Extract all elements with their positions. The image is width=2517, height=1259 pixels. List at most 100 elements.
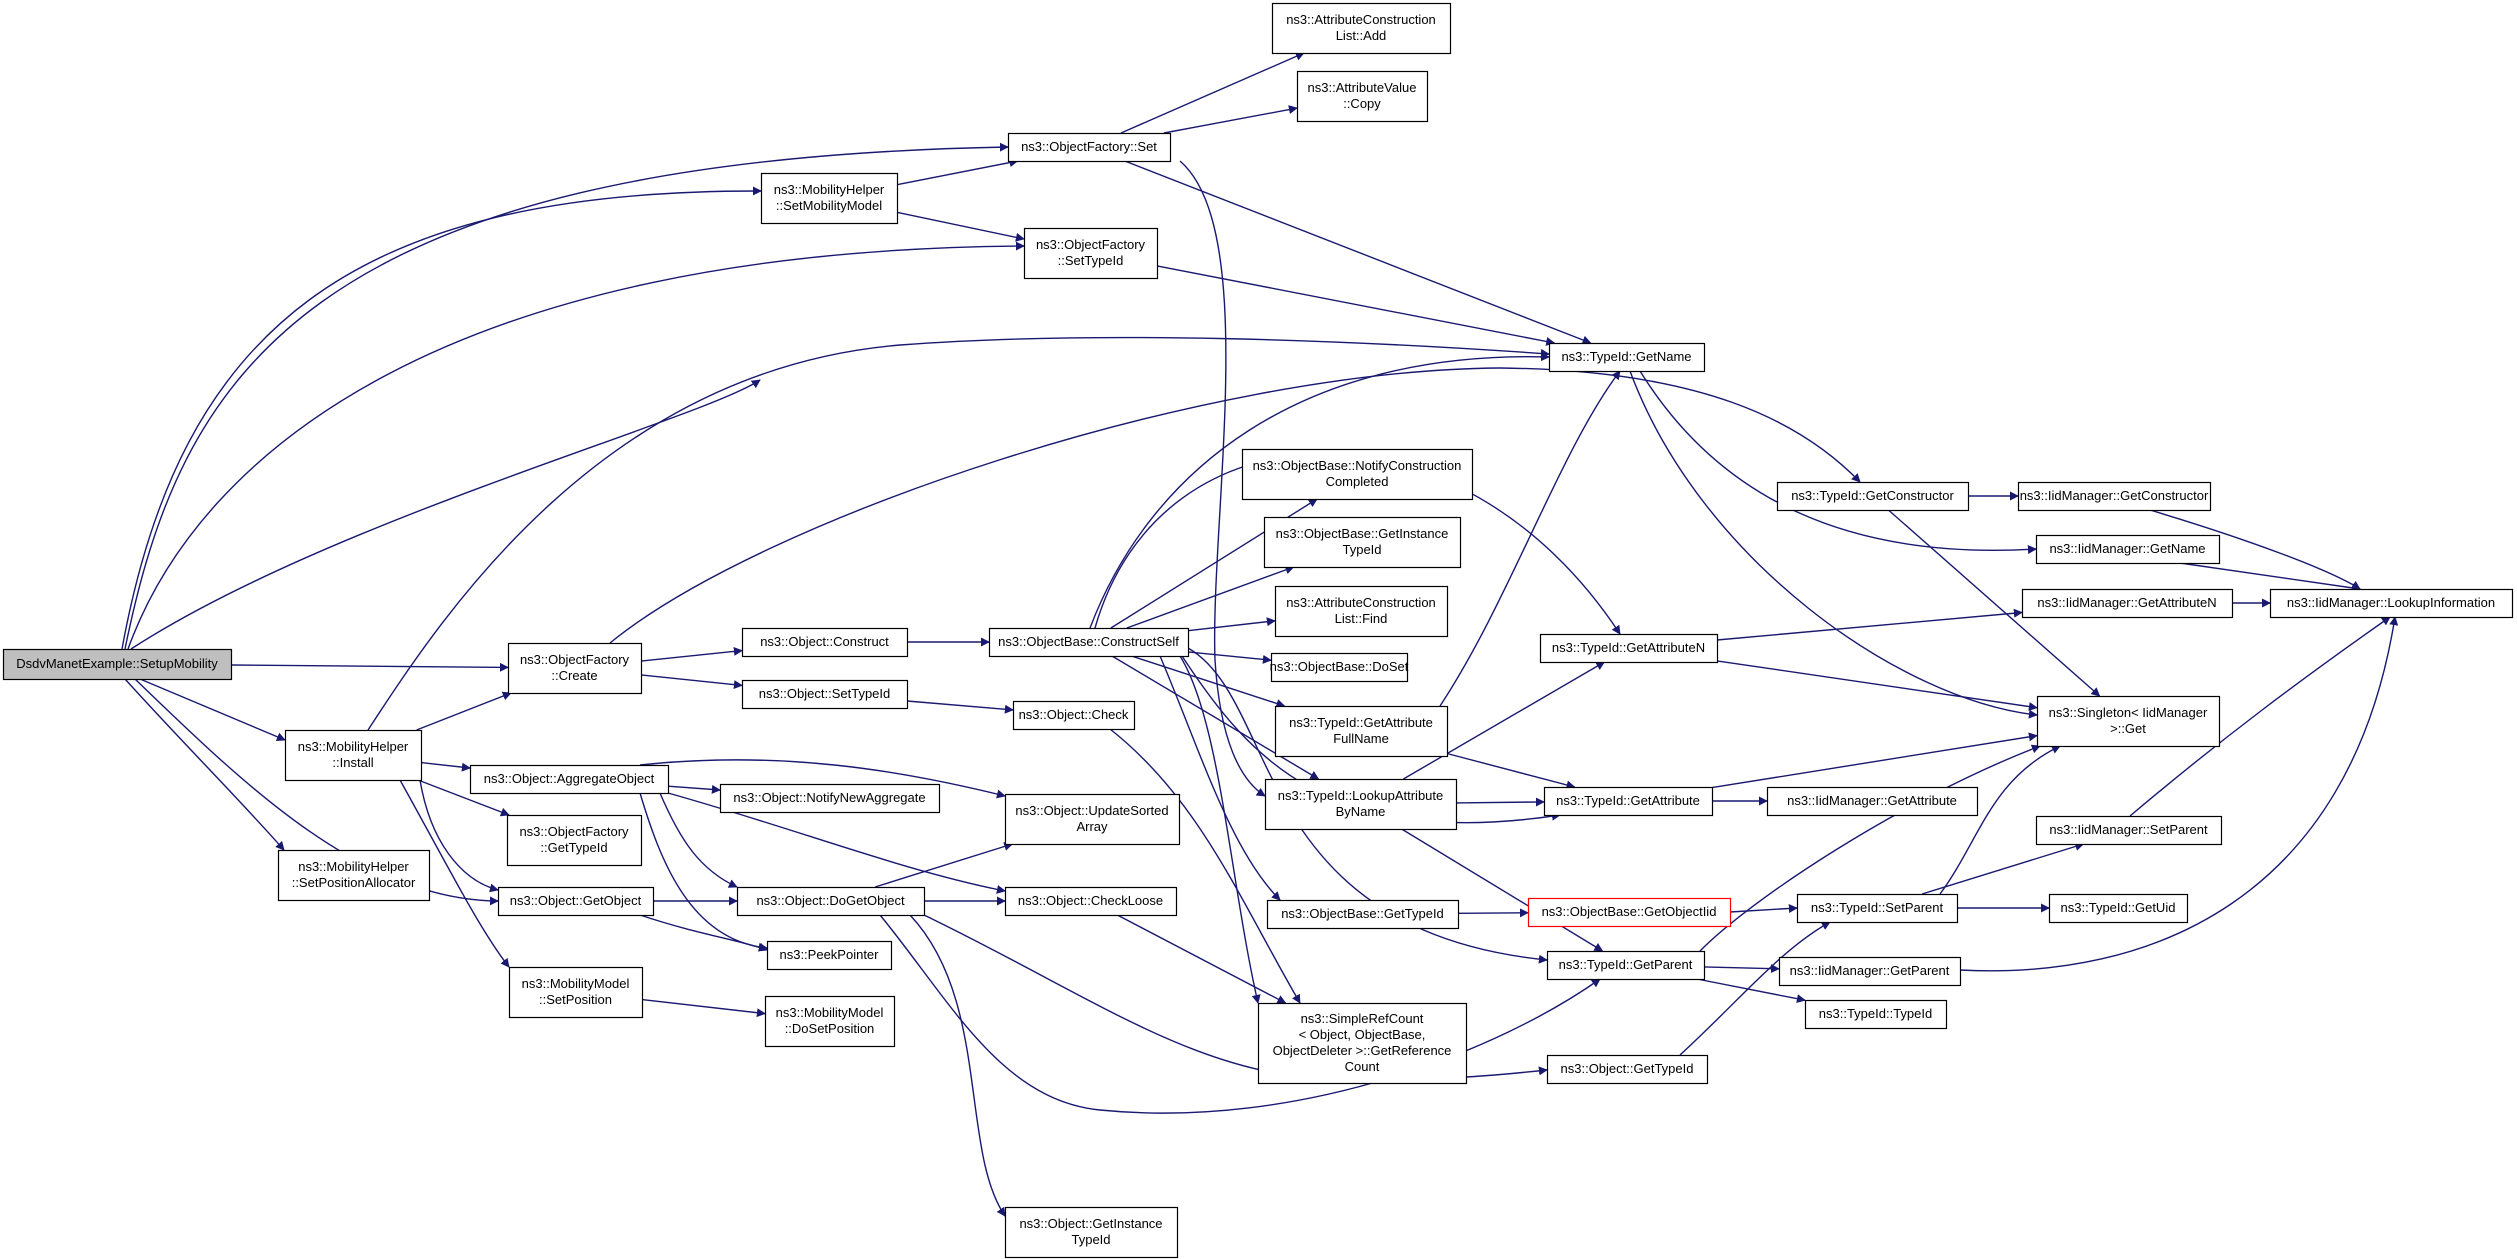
node-label: ns3::ObjectBase::DoSet xyxy=(1270,659,1409,674)
node-box xyxy=(1012,700,1136,731)
edge-n21-n22 xyxy=(641,998,766,1018)
graph-node[interactable]: ns3::TypeId::GetParent xyxy=(1546,950,1706,981)
edge-n36-n48 xyxy=(1703,964,1780,974)
edge-n13-n18 xyxy=(639,759,1006,799)
edge-n2-n3 xyxy=(1120,52,1305,134)
graph-node[interactable]: ns3::ObjectBase::ConstructSelf xyxy=(988,627,1190,658)
node-label: ns3::TypeId::GetAttribute xyxy=(1289,715,1433,730)
node-label: ::DoSetPosition xyxy=(785,1021,875,1036)
graph-node[interactable]: ns3::ObjectFactory::Set xyxy=(1007,132,1172,163)
graph-node[interactable]: ns3::TypeId::GetUid xyxy=(2048,893,2189,924)
edge-n0-n2 xyxy=(124,142,1009,650)
graph-node[interactable]: ns3::MobilityHelper::SetPositionAllocato… xyxy=(277,849,431,902)
graph-node[interactable]: ns3::TypeId::SetParent xyxy=(1796,893,1959,924)
edge-n2-n30 xyxy=(1179,160,1266,797)
graph-node[interactable]: ns3::IidManager::GetAttributeN xyxy=(2021,588,2234,619)
node-box xyxy=(1007,132,1172,163)
graph-node[interactable]: ns3::MobilityModel::DoSetPosition xyxy=(764,995,896,1048)
node-label: < Object, ObjectBase, xyxy=(1299,1027,1426,1042)
edge-n17-n36 xyxy=(879,914,1601,1114)
node-label: ns3::ObjectBase::GetTypeId xyxy=(1281,906,1444,921)
edge-n0-n7 xyxy=(230,662,509,672)
edge-n1-n2 xyxy=(896,158,1019,186)
graph-node[interactable]: ns3::IidManager::LookupInformation xyxy=(2269,588,2514,619)
graph-node[interactable]: ns3::TypeId::GetAttribute xyxy=(1543,786,1714,817)
node-label: ns3::MobilityModel xyxy=(776,1005,884,1020)
graph-node[interactable]: ns3::Object::Construct xyxy=(741,627,909,658)
edge-n9-n30 xyxy=(1111,655,1320,780)
graph-node[interactable]: ns3::MobilityModel::SetPosition xyxy=(508,966,644,1019)
graph-node[interactable]: ns3::TypeId::GetConstructor xyxy=(1776,481,1970,512)
graph-node[interactable]: ns3::ObjectFactory::SetTypeId xyxy=(1023,227,1159,280)
graph-node[interactable]: ns3::Singleton< IidManager >::Get xyxy=(2036,695,2221,748)
node-box xyxy=(506,814,643,867)
graph-node[interactable]: ns3::IidManager::GetConstructor xyxy=(2017,481,2212,512)
node-box xyxy=(1257,1002,1468,1085)
graph-node[interactable]: ns3::IidManager::GetParent xyxy=(1778,956,1962,987)
node-label: ns3::AttributeConstruction xyxy=(1286,595,1436,610)
graph-node[interactable]: ns3::Object::CheckLoose xyxy=(1004,886,1178,917)
graph-node[interactable]: ns3::MobilityHelper::SetMobilityModel xyxy=(760,172,899,225)
graph-node[interactable]: ns3::Object::AggregateObject xyxy=(469,764,670,795)
graph-node[interactable]: ns3::MobilityHelper::Install xyxy=(284,729,423,782)
node-label: ns3::ObjectFactory xyxy=(1036,237,1146,252)
edge-n30-n34 xyxy=(1455,797,1545,807)
node-box xyxy=(1776,481,1970,512)
node-label: ns3::TypeId::TypeId xyxy=(1819,1006,1932,1021)
node-label: ns3::AttributeConstruction xyxy=(1286,12,1436,27)
node-label: List::Add xyxy=(1336,28,1387,43)
edge-n29-n6 xyxy=(1439,370,1621,707)
graph-node[interactable]: ns3::ObjectBase::GetTypeId xyxy=(1266,899,1460,930)
graph-node[interactable]: ns3::Object::NotifyNewAggregate xyxy=(719,783,941,814)
graph-node[interactable]: ns3::Object::GetObject xyxy=(497,886,655,917)
node-box xyxy=(2021,588,2234,619)
edge-n36-n43 xyxy=(1699,744,2041,952)
graph-node[interactable]: ns3::TypeId::GetAttributeN xyxy=(1539,633,1719,664)
edge-n46-n45 xyxy=(1921,842,2085,895)
graph-node[interactable]: ns3::ObjectFactory::Create xyxy=(507,642,643,695)
edge-n30-n36 xyxy=(1401,828,1604,952)
root-node[interactable]: DsdvManetExample::SetupMobility xyxy=(2,648,233,681)
edge-n16-n20 xyxy=(639,914,768,952)
graph-node[interactable]: ns3::IidManager::SetParent xyxy=(2035,815,2223,846)
edge-n10-n11 xyxy=(906,700,1014,714)
edge-n33-n41 xyxy=(1716,608,2023,641)
graph-node[interactable]: ns3::Object::GetTypeId xyxy=(1546,1054,1709,1085)
graph-node[interactable]: ns3::ObjectBase::GetObjectIid xyxy=(1527,897,1732,928)
graph-node[interactable]: ns3::TypeId::TypeId xyxy=(1804,999,1948,1030)
node-box xyxy=(469,764,670,795)
graph-node[interactable]: ns3::ObjectBase::NotifyConstructionCompl… xyxy=(1241,448,1474,501)
edge-n12-n7 xyxy=(416,691,512,731)
node-box xyxy=(988,627,1190,658)
node-box xyxy=(1274,705,1449,758)
graph-node[interactable]: ns3::ObjectFactory::GetTypeId xyxy=(506,814,643,867)
graph-node[interactable]: ns3::AttributeValue::Copy xyxy=(1296,70,1429,123)
graph-node[interactable]: ns3::TypeId::GetName xyxy=(1548,342,1706,373)
graph-node[interactable]: ns3::IidManager::GetAttribute xyxy=(1766,786,1979,817)
node-label: ::SetPosition xyxy=(539,992,612,1007)
node-label: ::Copy xyxy=(1343,96,1381,111)
graph-node[interactable]: ns3::Object::SetTypeId xyxy=(741,679,909,710)
node-box xyxy=(2035,815,2223,846)
node-label: ns3::TypeId::LookupAttribute xyxy=(1278,788,1444,803)
graph-node[interactable]: ns3::PeekPointer xyxy=(766,940,893,971)
edge-n13-n19 xyxy=(667,792,1006,894)
graph-node[interactable]: ns3::IidManager::GetName xyxy=(2035,534,2221,565)
node-label: ns3::Object::GetObject xyxy=(510,893,642,908)
graph-node[interactable]: ns3::Object::Check xyxy=(1012,700,1136,731)
node-label: ns3::ObjectFactory xyxy=(519,824,629,839)
graph-node[interactable]: ns3::SimpleRefCount< Object, ObjectBase,… xyxy=(1257,1002,1468,1085)
node-box xyxy=(1271,2,1452,55)
edge-n9-n28 xyxy=(1187,651,1272,664)
graph-node[interactable]: ns3::ObjectBase::DoSet xyxy=(1270,652,1409,683)
node-label: TypeId xyxy=(1342,542,1381,557)
graph-node[interactable]: ns3::Object::DoGetObject xyxy=(736,886,926,917)
